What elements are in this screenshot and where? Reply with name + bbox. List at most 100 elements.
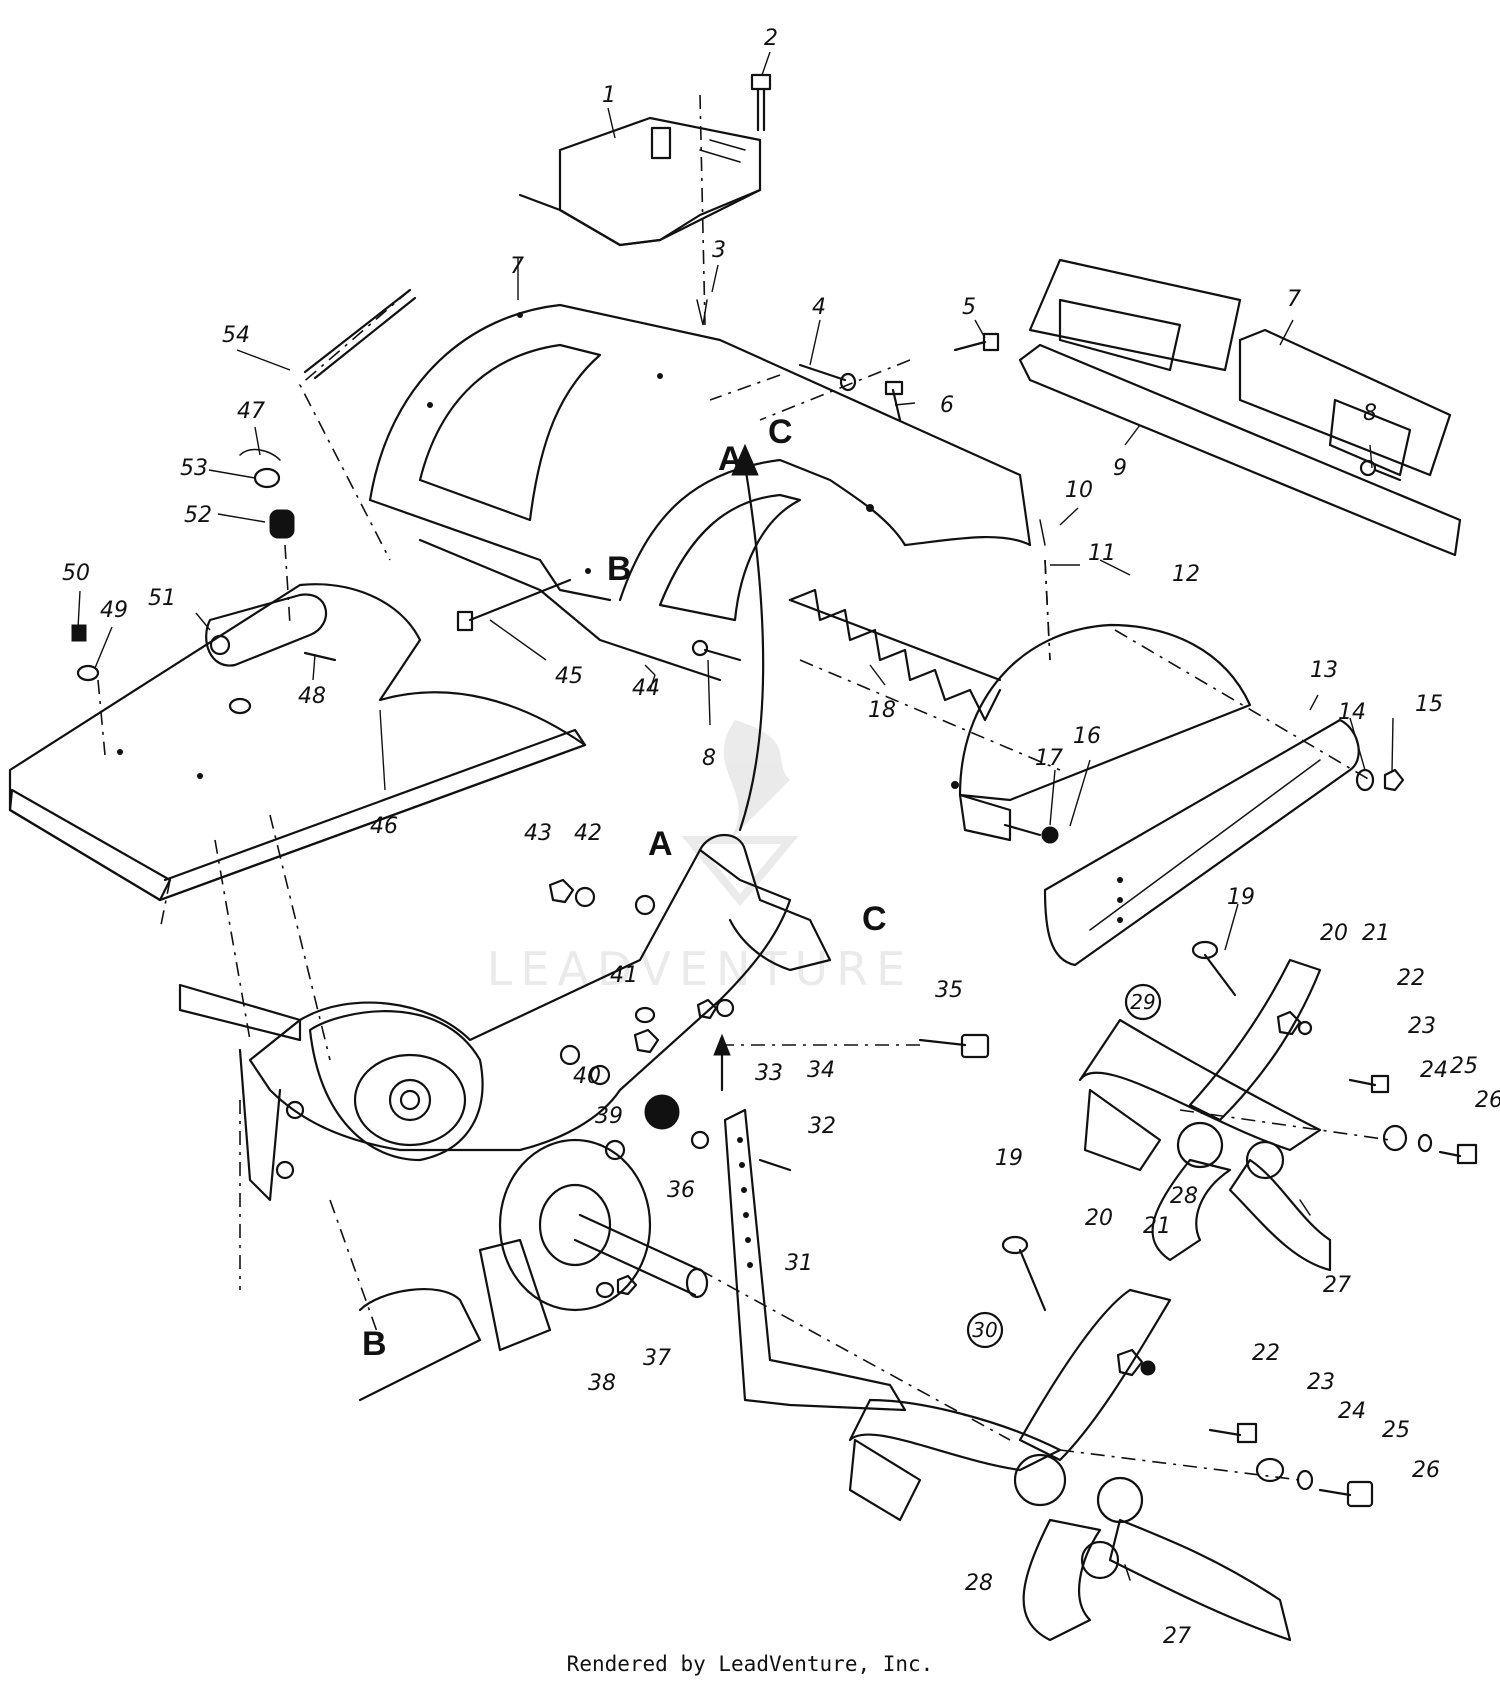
callout-8-front: 8	[702, 746, 716, 771]
callout-46: 46	[370, 814, 398, 839]
part-13-depth-plate	[1043, 718, 1360, 967]
part-15-nut	[1383, 768, 1405, 792]
callout-47: 47	[237, 399, 265, 424]
assembly-arrows	[713, 443, 765, 1092]
callout-17: 17	[1035, 746, 1063, 771]
callout-28-upper: 28	[1170, 1184, 1198, 1209]
part-4-clevis-pin	[798, 363, 857, 392]
callout-25-upper: 25	[1450, 1054, 1478, 1079]
callout-53: 53	[180, 456, 208, 481]
part-21-washer-lower	[1140, 1360, 1156, 1376]
part-7-tine-shield	[368, 303, 1032, 682]
callout-21-upper: 21	[1362, 921, 1390, 946]
ref-letter-b-lower: B	[362, 1325, 387, 1363]
callout-40: 40	[573, 1064, 601, 1089]
part-27-clip-lower	[1124, 1564, 1131, 1581]
callout-15: 15	[1415, 692, 1443, 717]
callout-9: 9	[1113, 456, 1127, 481]
assembly-guide-lines	[97, 94, 1391, 1481]
part-18-serrated-blade	[788, 588, 1002, 722]
part-3-pin	[696, 299, 708, 326]
callout-11: 11	[1088, 541, 1116, 566]
part-26-bolt-lower	[1318, 1480, 1374, 1508]
callout-23-lower: 23	[1307, 1370, 1335, 1395]
callout-38: 38	[588, 1371, 616, 1396]
callout-7-shield: 7	[510, 254, 524, 279]
tine-shaft-assembly	[478, 1138, 709, 1352]
part-48-pin	[303, 651, 337, 662]
part-23-bolt-upper	[1348, 1074, 1390, 1094]
part-25-lockwasher-lower	[1296, 1469, 1314, 1491]
callout-14: 14	[1338, 700, 1366, 725]
callout-21-lower: 21	[1143, 1214, 1171, 1239]
callout-8-flap: 8	[1363, 401, 1377, 426]
part-6-screw	[884, 380, 904, 422]
callout-48: 48	[298, 684, 326, 709]
callout-37: 37	[643, 1346, 671, 1371]
callout-leaders	[77, 51, 1394, 951]
part-12-side-shield	[951, 623, 1252, 842]
callout-50: 50	[62, 561, 90, 586]
callout-36: 36	[667, 1178, 695, 1203]
callout-26-upper: 26	[1475, 1088, 1500, 1113]
callout-34: 34	[807, 1058, 835, 1083]
part-35-bolt	[918, 1033, 990, 1059]
callout-25-lower: 25	[1382, 1418, 1410, 1443]
callout-54: 54	[222, 323, 250, 348]
callout-3: 3	[712, 238, 726, 263]
circled-assembly-29: 29	[1124, 983, 1162, 1021]
part-5-bolt	[953, 332, 1000, 352]
part-8-front-screw	[691, 639, 742, 662]
part-37-nut	[616, 1274, 638, 1296]
part-19-bolt-upper	[1191, 940, 1237, 997]
part-46-hood	[8, 583, 587, 902]
part-33-nut	[696, 998, 718, 1020]
callout-20-upper: 20	[1320, 921, 1348, 946]
part-20-nut-upper	[1276, 1010, 1302, 1036]
callout-52: 52	[184, 503, 212, 528]
callout-5: 5	[962, 295, 976, 320]
part-25-lockwasher-upper	[1417, 1133, 1433, 1153]
circled-assembly-30: 30	[966, 1311, 1004, 1349]
callout-12: 12	[1172, 562, 1200, 587]
lower-left-shield	[358, 1288, 482, 1402]
callout-44: 44	[632, 676, 660, 701]
part-49-washer	[76, 664, 100, 682]
part-27-clip-upper	[1299, 1199, 1311, 1216]
part-54-rod	[303, 288, 417, 380]
callout-13: 13	[1310, 658, 1338, 683]
transmission-housing	[178, 834, 832, 1202]
part-53-washer	[253, 467, 281, 489]
part-8-screw	[1359, 459, 1402, 482]
part-40-nut	[633, 1028, 660, 1054]
part-45-bolt	[456, 578, 572, 632]
callout-33: 33	[755, 1061, 783, 1086]
callout-26-lower: 26	[1412, 1458, 1440, 1483]
callout-20-lower: 20	[1085, 1206, 1113, 1231]
callout-24-upper: 24	[1420, 1058, 1448, 1083]
part-9-rear-flap	[1018, 258, 1462, 557]
callout-16: 16	[1073, 724, 1101, 749]
callout-32: 32	[808, 1114, 836, 1139]
reference-letters: A A B B C C	[362, 413, 887, 1363]
callout-23-upper: 23	[1408, 1014, 1436, 1039]
callout-45: 45	[555, 664, 583, 689]
callout-19-lower: 19	[995, 1146, 1023, 1171]
part-1-mount-bracket	[518, 116, 762, 247]
part-21-washer-upper	[1297, 1020, 1313, 1036]
callout-1: 1	[602, 83, 616, 108]
part-34-washer	[715, 998, 735, 1018]
part-50-bolt	[71, 624, 87, 642]
part-10-pin	[1039, 519, 1046, 546]
part-24-washer-upper	[1382, 1124, 1408, 1152]
part-2-bolt	[750, 73, 772, 132]
svg-text:29: 29	[1130, 990, 1155, 1014]
part-52-spring	[269, 509, 295, 539]
callout-18: 18	[868, 698, 896, 723]
callout-22-upper: 22	[1397, 966, 1425, 991]
part-16-lockwasher	[1041, 826, 1059, 844]
part-17-bolt	[1003, 823, 1042, 837]
part-41-washer	[634, 1006, 656, 1024]
part-23-bolt-lower	[1208, 1422, 1258, 1444]
